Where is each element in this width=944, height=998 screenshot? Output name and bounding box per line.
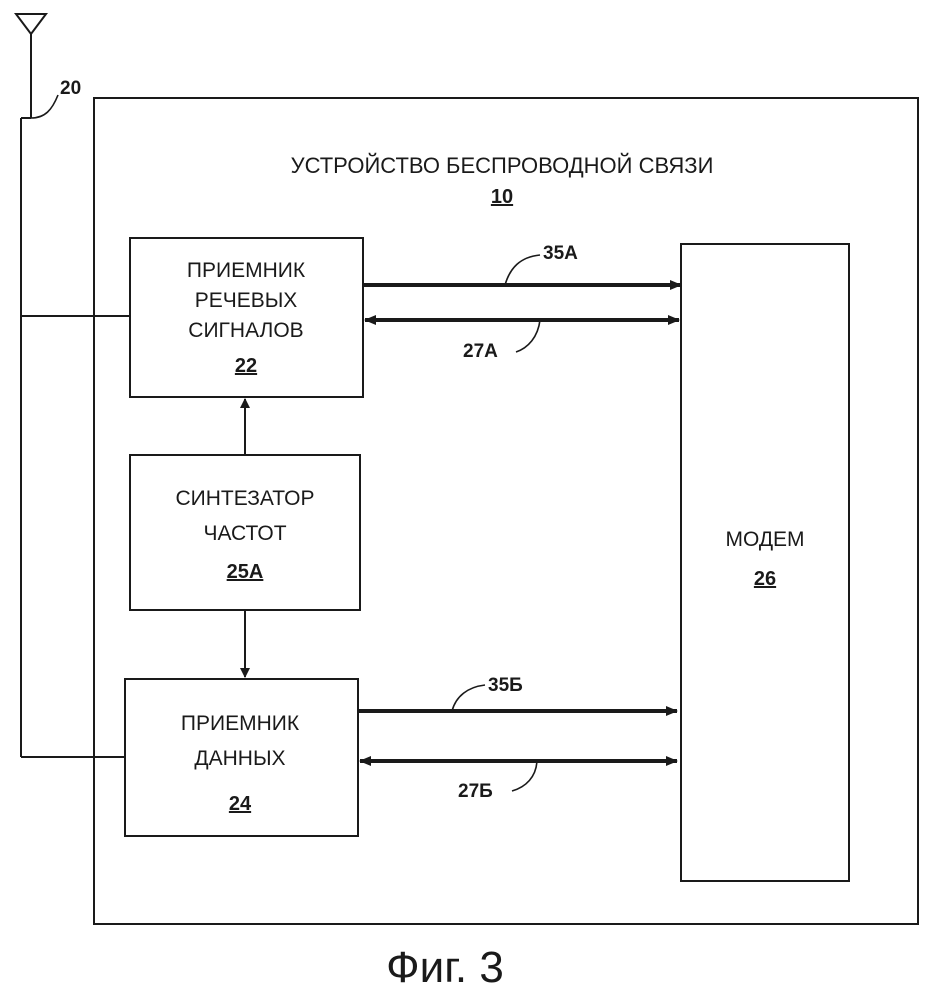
data-receiver-line2: ДАННЫХ: [194, 747, 285, 770]
link-35a-label: 35А: [543, 243, 578, 264]
link-27a-label: 27А: [463, 341, 498, 362]
voice-receiver-line2: РЕЧЕВЫХ: [195, 289, 298, 312]
device-box: [93, 97, 919, 925]
antenna-ref-leader: [30, 94, 59, 119]
synthesizer-line1: СИНТЕЗАТОР: [175, 487, 314, 510]
link-35b-leader: [451, 684, 486, 712]
voice-receiver-line1: ПРИЕМНИК: [187, 259, 306, 282]
data-receiver-line1: ПРИЕМНИК: [181, 712, 300, 735]
antenna-ref-label: 20: [60, 78, 81, 99]
modem-block: МОДЕМ 26: [680, 243, 850, 882]
frequency-synthesizer-block: СИНТЕЗАТОР ЧАСТОТ 25А: [129, 454, 361, 611]
synthesizer-line2: ЧАСТОТ: [203, 522, 286, 545]
link-27b-label: 27Б: [458, 781, 493, 802]
voice-receiver-block: ПРИЕМНИК РЕЧЕВЫХ СИГНАЛОВ 22: [129, 237, 364, 398]
link-35a-leader: [504, 254, 541, 286]
voice-receiver-number: 22: [235, 355, 257, 377]
modem-label: МОДЕМ: [725, 528, 804, 551]
data-receiver-number: 24: [229, 793, 252, 815]
device-number: 10: [491, 186, 513, 208]
voice-receiver-line3: СИГНАЛОВ: [188, 319, 303, 342]
antenna-icon: [14, 13, 48, 36]
device-title: УСТРОЙСТВО БЕСПРОВОДНОЙ СВЯЗИ: [291, 153, 714, 178]
modem-number: 26: [754, 568, 776, 590]
link-27a-leader: [515, 319, 541, 353]
link-27b-leader: [511, 760, 538, 792]
data-receiver-block: ПРИЕМНИК ДАННЫХ 24: [124, 678, 359, 837]
figure-caption: Фиг. 3: [386, 943, 504, 992]
antenna: 20: [14, 13, 130, 758]
link-35b-label: 35Б: [488, 675, 523, 696]
synthesizer-number: 25А: [227, 561, 264, 583]
